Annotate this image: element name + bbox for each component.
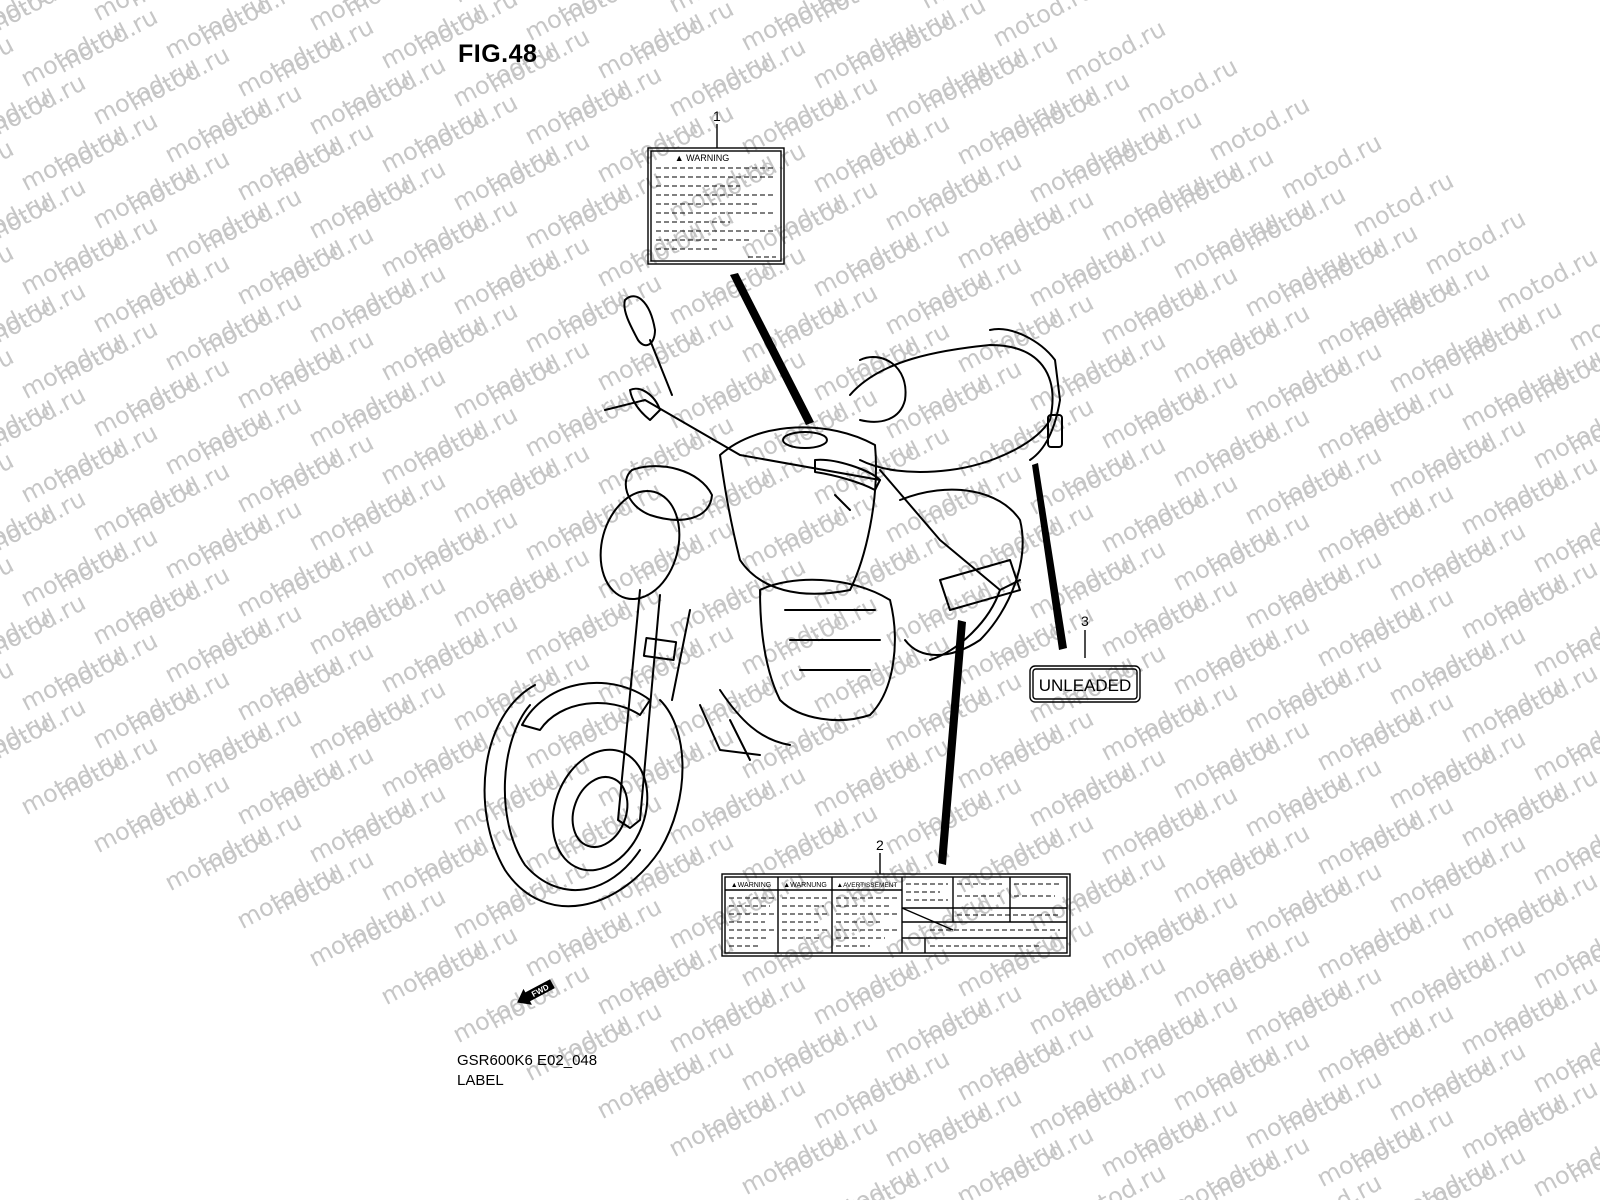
multilingual-warning-label: ▲WARNING ▲WARNUNG ▲AVERTISSEMENT [721,873,1071,957]
section-name: LABEL [457,1072,504,1089]
unleaded-text: UNLEADED [1039,676,1132,695]
warning-label-1: ▲ WARNING [647,147,785,265]
motorcycle-drawing [483,295,1063,908]
warning-heading: ▲ WARNING [675,153,730,163]
callout-number: 1 [713,108,721,124]
callout-number: 2 [876,837,884,853]
label-fine-print [729,877,1067,953]
callout-3: 3 UNLEADED [1029,463,1141,703]
figure-title: FIG.48 [458,40,538,68]
unleaded-label: UNLEADED [1029,665,1141,703]
pointer-1 [730,273,814,425]
label-heading-2: ▲WARNUNG [783,882,827,889]
model-code: GSR600K6 E02_048 [457,1052,598,1069]
fwd-arrow-icon: FWD [517,979,555,1005]
pointer-3 [1032,463,1067,650]
callout-number: 3 [1081,613,1089,629]
callout-2: 2 ▲WARNING ▲WARNUNG ▲AVERTISSEMENT [721,620,1071,957]
callout-1: 1 ▲ WARNING [647,108,814,425]
pointer-2 [938,620,966,865]
label-heading-3: ▲AVERTISSEMENT [837,882,898,889]
label-heading-1: ▲WARNING [731,882,772,889]
